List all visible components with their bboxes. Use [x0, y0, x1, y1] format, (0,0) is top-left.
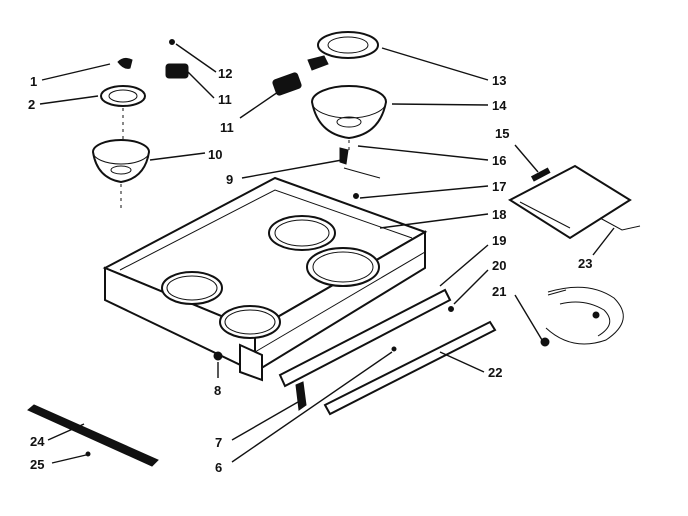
callout-19: 19 — [492, 233, 506, 248]
heating-coil-large — [317, 31, 379, 59]
screw-part — [169, 39, 175, 45]
knob-part — [117, 57, 133, 69]
callout-23: 23 — [578, 256, 592, 271]
callout-16: 16 — [492, 153, 506, 168]
callout-10: 10 — [208, 147, 222, 162]
callout-7: 7 — [215, 435, 222, 450]
callout-20: 20 — [492, 258, 506, 273]
wiring-harness — [540, 286, 624, 347]
front-trim-strip — [278, 288, 452, 388]
screw-20 — [448, 306, 454, 312]
bracket-part — [295, 381, 307, 411]
callout-13: 13 — [492, 73, 506, 88]
drip-bowl-large — [310, 85, 388, 140]
callout-9: 9 — [226, 172, 233, 187]
callout-11-lower: 11 — [220, 120, 234, 135]
screw-25 — [85, 451, 91, 457]
burner-opening-front-left — [161, 271, 223, 305]
burner-opening-rear-left — [268, 215, 336, 251]
callout-2: 2 — [28, 97, 35, 112]
side-trim-strip — [27, 404, 159, 467]
callout-18: 18 — [492, 207, 506, 222]
callout-11-upper: 11 — [218, 92, 232, 107]
burner-opening-rear-right — [306, 247, 380, 287]
heating-coil-small — [100, 85, 146, 107]
receptacle-parts — [165, 39, 302, 96]
callout-24: 24 — [30, 434, 45, 449]
right-burner-assembly — [307, 31, 388, 199]
screw-17 — [353, 193, 359, 199]
callout-12: 12 — [218, 66, 232, 81]
bracket-16 — [339, 147, 349, 165]
callout-14: 14 — [492, 98, 507, 113]
burner-opening-front-right — [219, 305, 281, 339]
callout-8: 8 — [214, 383, 221, 398]
callout-22: 22 — [488, 365, 502, 380]
leader-lines — [39, 43, 615, 464]
access-panel — [508, 164, 641, 240]
callout-25: 25 — [30, 457, 44, 472]
left-burner-assembly — [91, 57, 151, 212]
cooktop-main-top — [102, 176, 452, 411]
receptacle-block-right — [272, 72, 302, 96]
callout-15: 15 — [495, 126, 509, 141]
receptacle-block-left — [165, 63, 189, 79]
callout-1: 1 — [30, 74, 37, 89]
lower-trim-strip — [323, 320, 497, 416]
callout-17: 17 — [492, 179, 506, 194]
callout-labels: 1 2 6 7 8 9 10 11 11 12 13 14 15 16 17 1… — [28, 66, 592, 475]
callout-6: 6 — [215, 460, 222, 475]
screw-8 — [213, 351, 223, 361]
screw-6 — [391, 346, 397, 352]
callout-21: 21 — [492, 284, 506, 299]
